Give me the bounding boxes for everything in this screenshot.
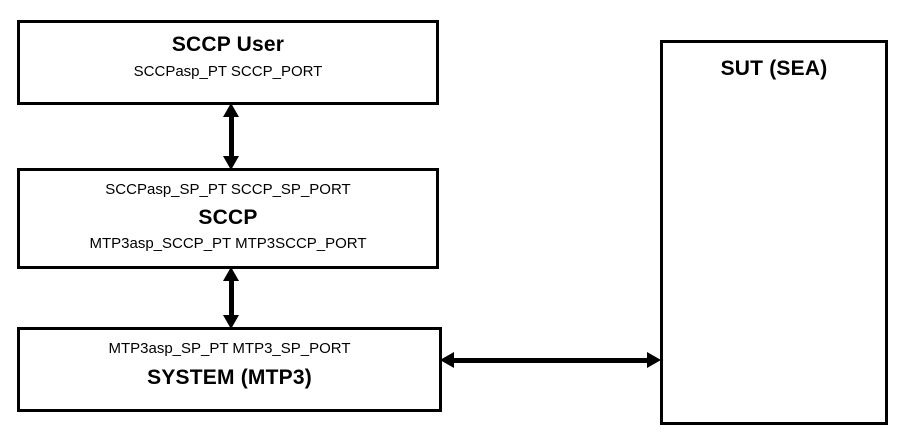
node-sccp-user[interactable]: SCCP User SCCPasp_PT SCCP_PORT bbox=[17, 20, 439, 105]
node-sccp-lower-port-label: MTP3asp_SCCP_PT MTP3SCCP_PORT bbox=[89, 235, 367, 252]
connector-shaft bbox=[229, 112, 234, 161]
arrowhead-left-icon bbox=[440, 352, 454, 368]
node-system-mtp3[interactable]: MTP3asp_SP_PT MTP3_SP_PORT SYSTEM (MTP3) bbox=[17, 327, 442, 412]
connector-sccp-to-system bbox=[223, 267, 240, 329]
node-sut-sea-title: SUT (SEA) bbox=[720, 57, 828, 80]
arrowhead-down-icon bbox=[223, 315, 239, 329]
node-sut-sea[interactable]: SUT (SEA) bbox=[660, 40, 888, 425]
node-sccp-user-title: SCCP User bbox=[171, 33, 285, 56]
node-sccp-user-port-label: SCCPasp_PT SCCP_PORT bbox=[133, 63, 323, 80]
arrowhead-up-icon bbox=[223, 103, 239, 117]
node-sccp-title: SCCP bbox=[198, 206, 258, 229]
connector-sccp-user-to-sccp bbox=[223, 103, 240, 170]
arrowhead-up-icon bbox=[223, 267, 239, 281]
arrowhead-down-icon bbox=[223, 156, 239, 170]
arrowhead-right-icon bbox=[647, 352, 661, 368]
node-system-mtp3-port-label: MTP3asp_SP_PT MTP3_SP_PORT bbox=[108, 340, 351, 357]
connector-shaft bbox=[449, 358, 652, 363]
connector-system-to-sut bbox=[440, 352, 661, 369]
node-system-mtp3-title: SYSTEM (MTP3) bbox=[147, 366, 312, 389]
node-sccp-upper-port-label: SCCPasp_SP_PT SCCP_SP_PORT bbox=[105, 181, 351, 198]
node-sccp[interactable]: SCCPasp_SP_PT SCCP_SP_PORT SCCP MTP3asp_… bbox=[17, 168, 439, 269]
connector-shaft bbox=[229, 276, 234, 320]
